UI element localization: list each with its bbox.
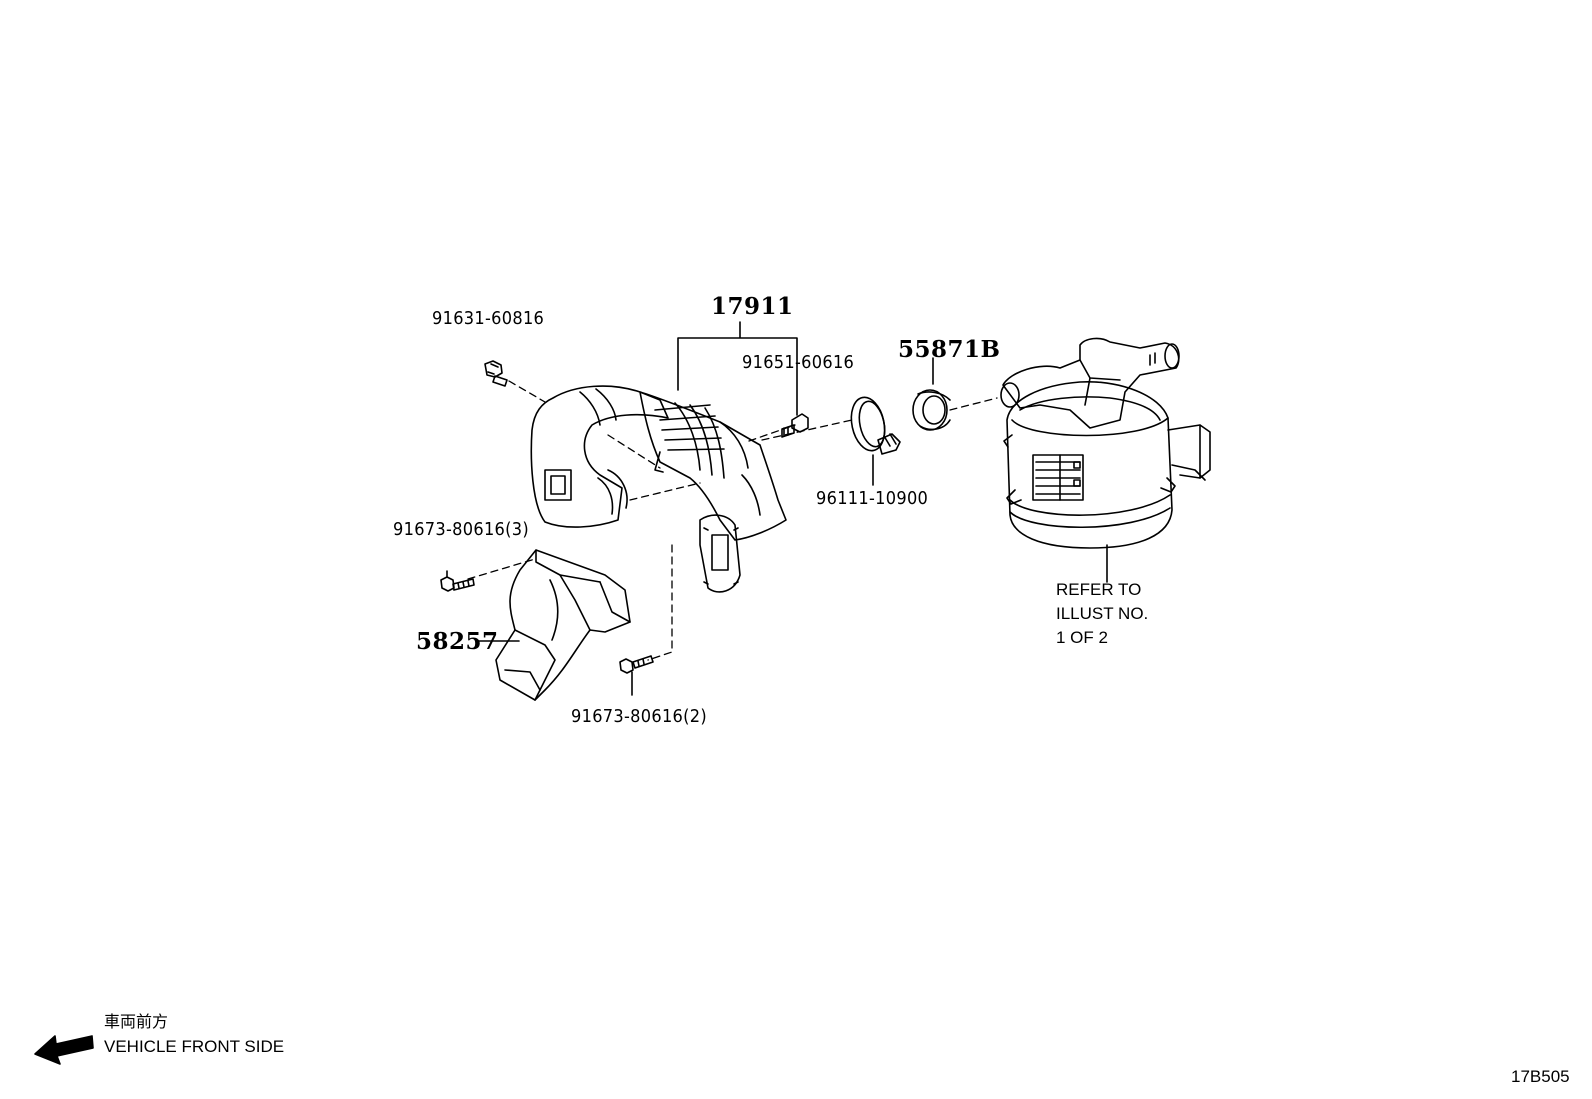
part-label-91673-80616-2: 91673-80616(2)	[571, 706, 707, 727]
intake-hose-17911-icon	[530, 385, 787, 593]
ring-55871b-icon	[912, 389, 951, 431]
air-duct-58257-icon	[495, 549, 631, 701]
part-label-96111-10900: 96111-10900	[816, 488, 929, 509]
direction-label-en: VEHICLE FRONT SIDE	[104, 1037, 285, 1056]
part-label-91673-80616-3: 91673-80616(3)	[393, 519, 529, 540]
front-direction-arrow-icon	[34, 1035, 94, 1065]
refer-note-line-2: ILLUST NO.	[1056, 604, 1149, 623]
refer-note-line-3: 1 OF 2	[1056, 628, 1108, 647]
leader-lines	[477, 321, 1108, 696]
part-label-58257: 58257	[416, 628, 499, 655]
part-label-91651-60616: 91651-60616	[742, 352, 855, 373]
hose-clamp-96111-icon	[850, 396, 901, 455]
part-label-91631-60816: 91631-60816	[432, 308, 545, 329]
refer-note-line-1: REFER TO	[1056, 580, 1142, 599]
direction-label-jp: 車両前方	[104, 1012, 169, 1031]
bolt-91673-3-icon	[440, 570, 475, 592]
part-label-17911: 17911	[711, 293, 794, 320]
bolt-91673-2-icon	[619, 655, 654, 674]
refer-note: REFER TO ILLUST NO. 1 OF 2	[1056, 578, 1148, 650]
bolt-91651-icon	[781, 413, 809, 438]
part-label-55871b: 55871B	[898, 336, 1001, 363]
bolt-91631-icon	[484, 360, 508, 387]
diagram-code: 17B505	[1511, 1067, 1570, 1086]
air-cleaner-assembly-icon	[1000, 337, 1211, 549]
